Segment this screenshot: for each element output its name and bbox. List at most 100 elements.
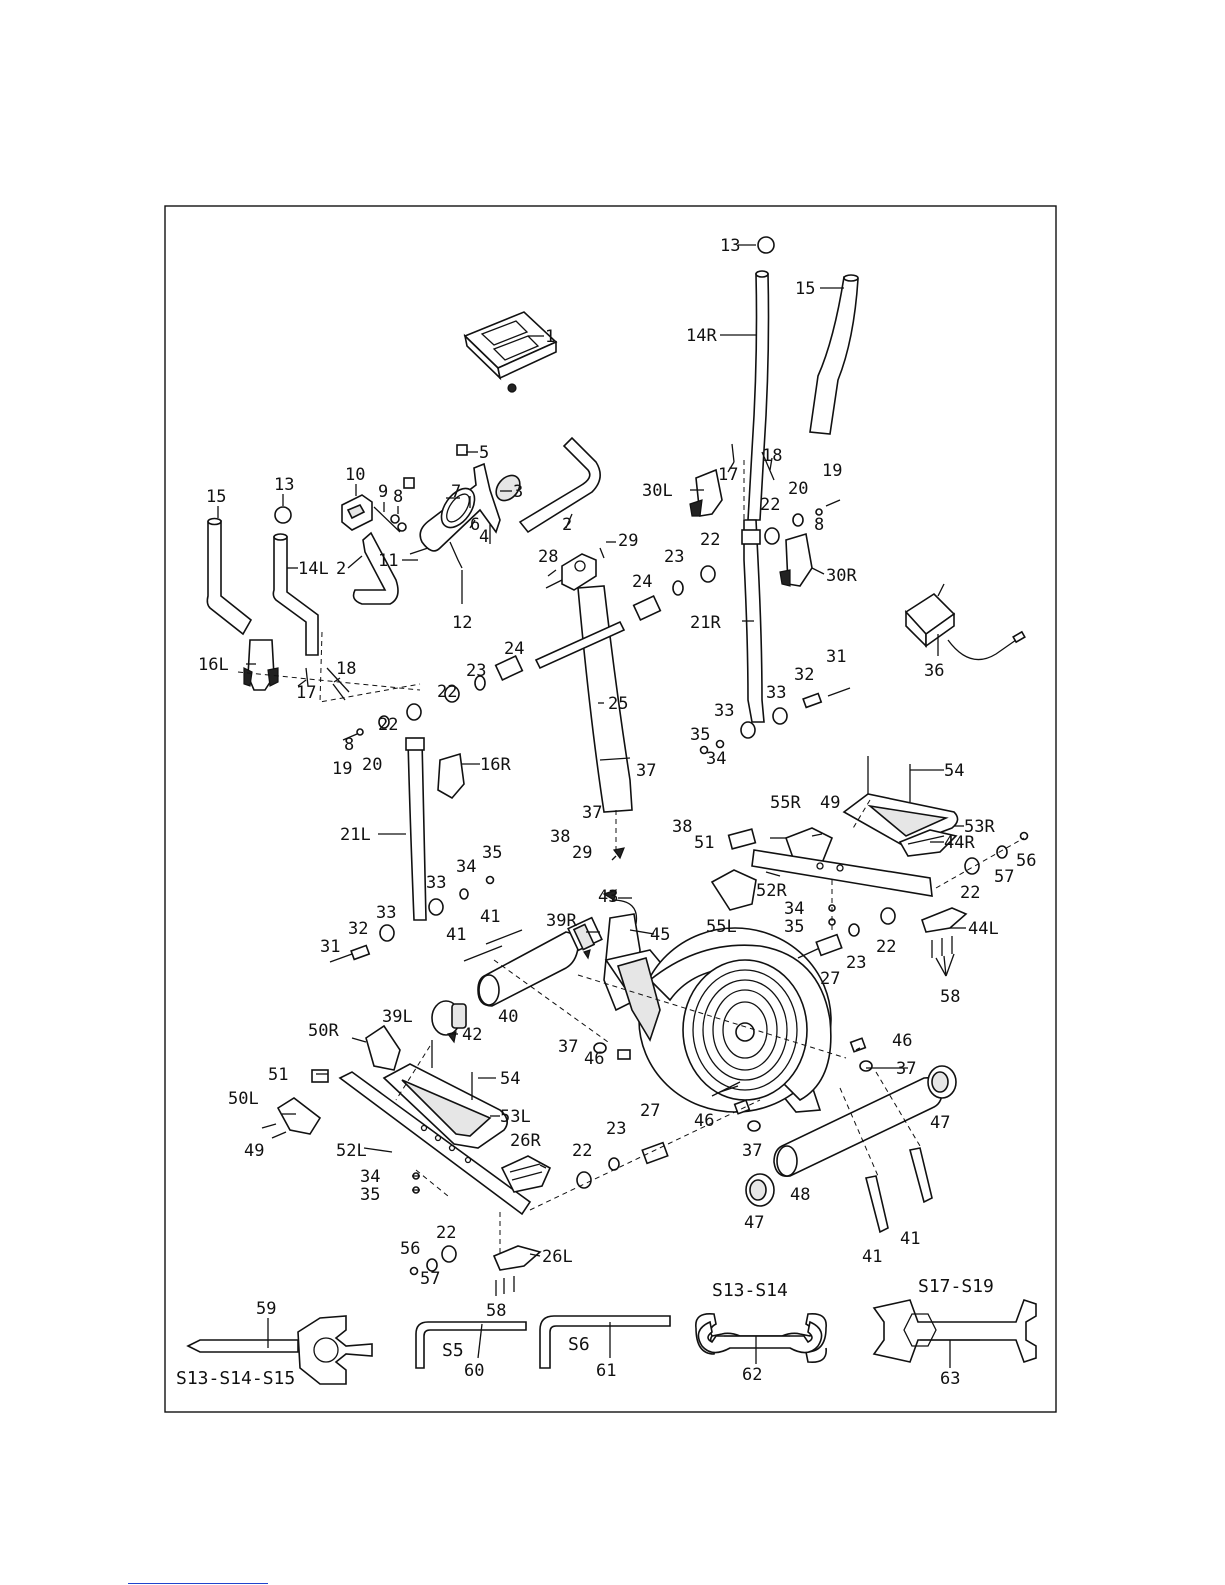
label-35: 35 [690, 725, 710, 745]
pedal-guard-44L [921, 907, 968, 933]
end-plug-51-left [311, 1069, 329, 1083]
end-cap-47-left [745, 1173, 775, 1207]
wrench-63 [872, 1298, 1037, 1364]
label-44R: 44R [944, 833, 975, 853]
label-28: 28 [538, 547, 558, 567]
label-16R: 16R [480, 755, 511, 775]
label-5: 5 [479, 443, 489, 463]
label-30L: 30L [642, 481, 673, 501]
top-plate-28 [561, 553, 597, 591]
label-32: 32 [794, 665, 814, 685]
label-50R: 50R [308, 1021, 339, 1041]
label-37: 37 [742, 1141, 762, 1161]
label-3: 3 [513, 482, 523, 502]
label-19: 19 [332, 759, 352, 779]
label-23: 23 [606, 1119, 626, 1139]
label-14R: 14R [686, 326, 717, 346]
label-46: 46 [584, 1049, 604, 1069]
cap-5 [456, 444, 468, 456]
label-24: 24 [632, 572, 652, 592]
cap-39L [431, 1000, 467, 1036]
label-wrench-s17-s19: S17-S19 [918, 1276, 994, 1297]
diagram-frame [164, 205, 1057, 1413]
label-52R: 52R [756, 881, 787, 901]
label-40: 40 [498, 1007, 518, 1027]
pedal-rail-52L [338, 1071, 532, 1216]
end-cap-13-right [757, 236, 775, 254]
label-22: 22 [960, 883, 980, 903]
label-32: 32 [348, 919, 368, 939]
label-41: 41 [862, 1247, 882, 1267]
label-20: 20 [788, 479, 808, 499]
label-33: 33 [714, 701, 734, 721]
main-frame-45 [603, 913, 832, 1113]
label-49: 49 [820, 793, 840, 813]
label-58: 58 [940, 987, 960, 1007]
label-10: 10 [345, 465, 365, 485]
label-30R: 30R [826, 566, 857, 586]
pulse-grip-3 [495, 474, 521, 502]
pedal-bracket-50L [276, 1097, 322, 1135]
label-2: 2 [336, 559, 346, 579]
label-19: 19 [822, 461, 842, 481]
label-33: 33 [426, 873, 446, 893]
label-allen-s6: S6 [568, 1334, 590, 1355]
label-37: 37 [896, 1059, 916, 1079]
end-plug-51-right [727, 828, 757, 850]
label-12: 12 [452, 613, 472, 633]
label-63: 63 [940, 1369, 960, 1389]
label-47: 47 [930, 1113, 950, 1133]
label-14L: 14L [298, 559, 329, 579]
label-13: 13 [720, 236, 740, 256]
upper-handlebar-14R [747, 273, 770, 521]
end-cap-13-left [274, 506, 292, 524]
label-13: 13 [274, 475, 294, 495]
label-27: 27 [640, 1101, 660, 1121]
label-8: 8 [344, 735, 354, 755]
label-59: 59 [256, 1299, 276, 1319]
label-wrench-s13-s14: S13-S14 [712, 1280, 788, 1301]
label-23: 23 [466, 661, 486, 681]
axle-24 [534, 620, 626, 670]
label-15: 15 [206, 487, 226, 507]
label-22: 22 [572, 1141, 592, 1161]
label-21L: 21L [340, 825, 371, 845]
label-31: 31 [826, 647, 846, 667]
label-4: 4 [479, 527, 489, 547]
label-11: 11 [378, 551, 398, 571]
label-34: 34 [706, 749, 726, 769]
label-34: 34 [456, 857, 476, 877]
tool-labels: S13-S14-S15 S5 S6 S13-S14 S17-S19 [176, 1276, 994, 1389]
label-23: 23 [846, 953, 866, 973]
label-56: 56 [1016, 851, 1036, 871]
label-33: 33 [766, 683, 786, 703]
label-35: 35 [360, 1185, 380, 1205]
cover-30L [689, 468, 723, 517]
handlebar-2-right [518, 436, 601, 534]
label-43: 43 [598, 887, 618, 907]
label-36: 36 [924, 661, 944, 681]
console-part [463, 311, 558, 393]
label-37: 37 [582, 803, 602, 823]
label-15: 15 [795, 279, 815, 299]
label-1: 1 [545, 327, 555, 347]
label-22: 22 [760, 495, 780, 515]
pedal-bracket-55L [710, 869, 757, 911]
pedal-bracket-50R [365, 1024, 401, 1071]
lower-arm-21L [407, 739, 427, 921]
label-8: 8 [393, 487, 403, 507]
label-31: 31 [320, 937, 340, 957]
handlebar-tube-15-left [206, 520, 253, 636]
label-47: 47 [744, 1213, 764, 1233]
label-37: 37 [636, 761, 656, 781]
label-screwdriver-spec: S13-S14-S15 [176, 1368, 295, 1389]
label-6: 6 [470, 515, 480, 535]
cap-39R [567, 916, 603, 952]
label-34: 34 [784, 899, 804, 919]
label-22: 22 [378, 715, 398, 735]
label-46: 46 [694, 1111, 714, 1131]
label-41: 41 [900, 1229, 920, 1249]
label-22: 22 [876, 937, 896, 957]
label-44L: 44L [968, 919, 999, 939]
label-39R: 39R [546, 911, 577, 931]
